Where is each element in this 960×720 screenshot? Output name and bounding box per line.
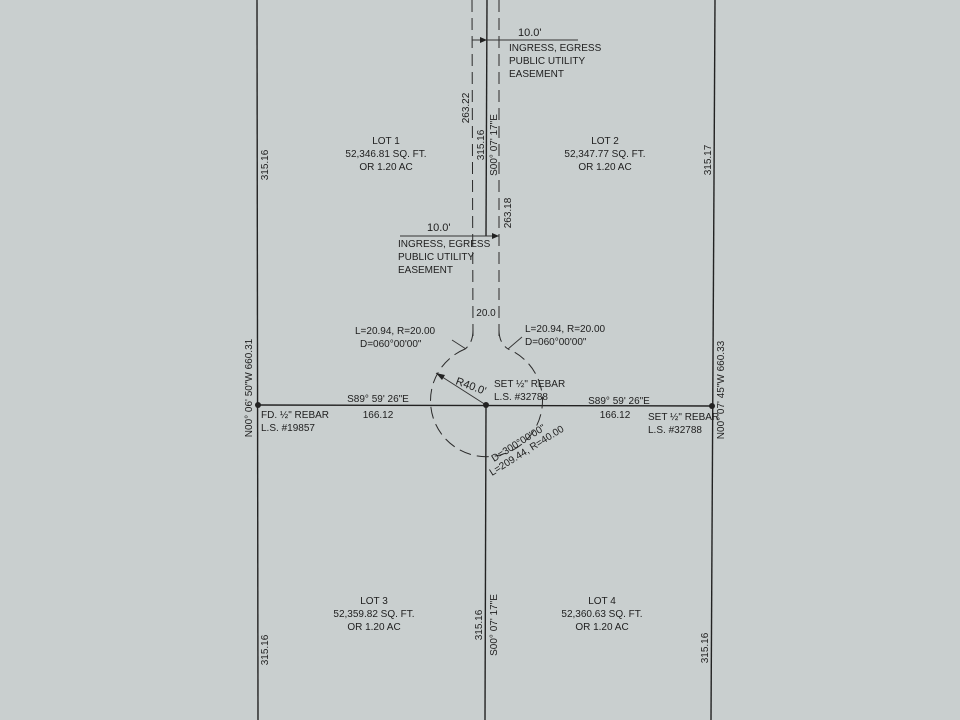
dim-left-top: 315.16: [260, 149, 271, 180]
lot-2-area: 52,347.77 SQ. FT.: [564, 149, 645, 160]
dim-center-top-bearing: S00° 07' 17"E: [489, 114, 500, 176]
dim-east-total: N00° 07' 45"W 660.33: [716, 340, 727, 439]
dim-left-bottom: 315.16: [260, 634, 271, 665]
lot-2-name: LOT 2: [591, 136, 619, 147]
lot-3-area: 52,359.82 SQ. FT.: [333, 609, 414, 620]
curve-right-leader: [507, 336, 523, 350]
lot-1-acres: OR 1.20 AC: [359, 162, 412, 173]
curve-left-return: [464, 329, 474, 350]
curve-left-leader: [451, 339, 467, 350]
easement-top-line-1: INGRESS, EGRESS: [509, 43, 602, 54]
lot-2-acres: OR 1.20 AC: [578, 162, 631, 173]
dim-east-dist: 166.12: [600, 410, 631, 421]
curve-right-return: [498, 329, 509, 350]
dim-right-top: 315.17: [703, 144, 714, 175]
dim-west-bearing: S89° 59' 26"E: [347, 394, 409, 405]
dim-center-bottom-dist: 315.16: [474, 609, 485, 640]
easement-top-line-2: PUBLIC UTILITY: [509, 56, 585, 67]
lot-4-area: 52,360.63 SQ. FT.: [561, 609, 642, 620]
center-lot-line-bottom: [484, 404, 487, 720]
radius-arrowhead: [436, 373, 445, 380]
monument-west-line-1: FD. ½" REBAR: [261, 410, 329, 421]
radius-label: R40.0': [454, 376, 488, 398]
dim-center-bottom-bearing: S00° 07' 17"E: [489, 594, 500, 656]
curve-left-data-2: D=060°00'00": [360, 339, 422, 350]
dim-west-dist: 166.12: [363, 410, 394, 421]
easement-top-width: 10.0': [518, 27, 542, 39]
cul-de-sac-curve: [430, 348, 543, 458]
dim-easement-width: 20.0: [476, 308, 496, 319]
east-boundary-line: [710, 0, 716, 720]
monument-east-line-1: SET ½" REBAR: [648, 412, 719, 423]
curve-right-data-1: L=20.94, R=20.00: [525, 324, 606, 335]
easement-mid-line-3: EASEMENT: [398, 265, 453, 276]
dim-right-bottom: 315.16: [700, 632, 711, 663]
dim-center-top-dist: 315.16: [476, 129, 487, 160]
curve-left-data-1: L=20.94, R=20.00: [355, 326, 436, 337]
monument-center-line-2: L.S. #32788: [494, 392, 548, 403]
easement-top-arrowhead: [480, 37, 487, 43]
dim-east-bearing: S89° 59' 26"E: [588, 396, 650, 407]
easement-top-line-3: EASEMENT: [509, 69, 564, 80]
dim-west-total: N00° 06' 50"W 660.31: [244, 338, 255, 437]
lot-4-acres: OR 1.20 AC: [575, 622, 628, 633]
monument-east: [709, 403, 715, 409]
center-lot-line-top: [485, 0, 488, 237]
easement-mid-width: 10.0': [427, 222, 451, 234]
lot-1-area: 52,346.81 SQ. FT.: [345, 149, 426, 160]
monument-east-line-2: L.S. #32788: [648, 425, 702, 436]
easement-mid-line-1: INGRESS, EGRESS: [398, 239, 491, 250]
radius-arrow: [435, 372, 487, 406]
monument-west-line-2: L.S. #19857: [261, 423, 315, 434]
lot-3-name: LOT 3: [360, 596, 388, 607]
monument-center: [483, 402, 489, 408]
easement-mid-line-2: PUBLIC UTILITY: [398, 252, 474, 263]
lot-1-name: LOT 1: [372, 136, 400, 147]
dim-easement-left-length: 263.22: [461, 92, 472, 123]
lot-3-acres: OR 1.20 AC: [347, 622, 400, 633]
easement-mid-arrowhead: [492, 233, 499, 239]
lot-4-name: LOT 4: [588, 596, 616, 607]
dim-easement-right-length: 263.18: [503, 197, 514, 228]
easement-edge-west: [471, 0, 474, 339]
monument-center-line-1: SET ½" REBAR: [494, 379, 565, 390]
monument-west: [255, 402, 261, 408]
curve-right-data-2: D=060°00'00": [525, 337, 587, 348]
west-boundary-line: [256, 0, 259, 720]
